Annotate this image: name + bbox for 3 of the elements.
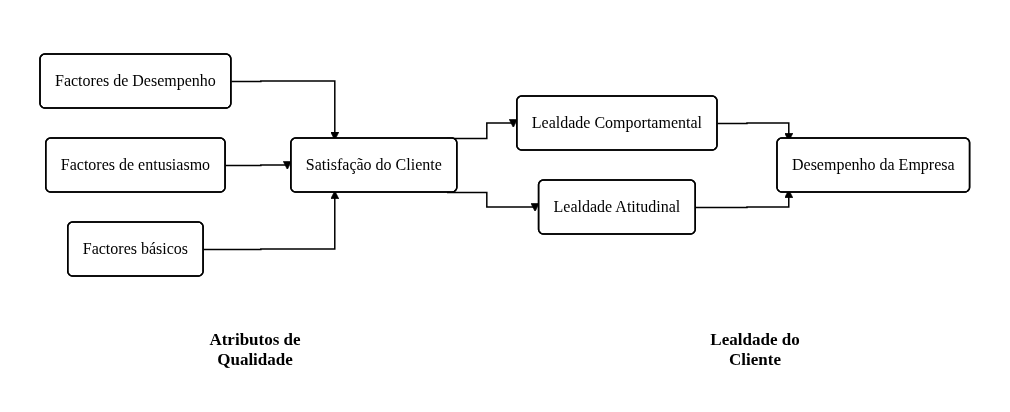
arrow: [225, 161, 292, 170]
group-caption: Lealdade do Cliente: [709, 330, 801, 370]
group-caption: Atributos de Qualidade: [208, 330, 302, 370]
